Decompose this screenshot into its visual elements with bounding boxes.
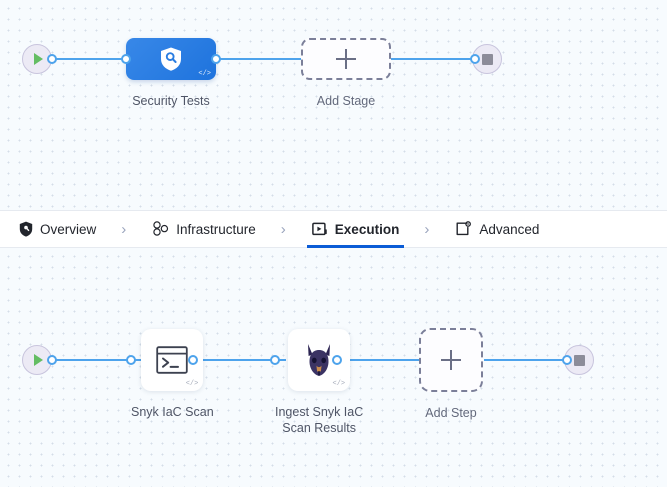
- tab-separator-3: ›: [424, 220, 430, 238]
- tab-infrastructure-label: Infrastructure: [176, 221, 256, 237]
- play-icon: [34, 354, 43, 366]
- code-badge-icon: </>: [198, 70, 211, 78]
- ingest-snyk-iac-scan-results-card[interactable]: </>: [288, 329, 351, 391]
- add-step-label: Add Step: [425, 406, 477, 420]
- plus-icon: [441, 350, 461, 370]
- edge-add-stage-to-end: [386, 58, 478, 60]
- port-start-out[interactable]: [47, 54, 57, 64]
- add-step-node[interactable]: Add Step: [419, 328, 483, 421]
- tab-execution-label: Execution: [334, 221, 400, 237]
- stage-config-tabs[interactable]: Overview › Infrastructure › Execution ›: [0, 210, 667, 248]
- edge-security-tests-to-add-stage: [214, 58, 306, 60]
- add-stage-card[interactable]: [301, 38, 391, 80]
- tab-separator-1: ›: [121, 220, 127, 238]
- port-snyk-iac-scan-in[interactable]: [126, 355, 136, 365]
- plus-icon: [336, 49, 356, 69]
- shield-icon: [19, 221, 33, 237]
- port-security-tests-in[interactable]: [121, 54, 131, 64]
- edge-ingest-to-add-step: [335, 359, 419, 361]
- code-badge-icon: </>: [332, 380, 346, 388]
- add-stage-node[interactable]: Add Stage: [301, 38, 391, 109]
- terminal-icon: [156, 346, 189, 374]
- snyk-doberman-icon: [308, 344, 331, 376]
- tab-advanced-label: Advanced: [479, 221, 540, 237]
- add-stage-label: Add Stage: [316, 94, 376, 108]
- tab-separator-2: ›: [280, 220, 286, 238]
- execution-canvas[interactable]: </> Snyk IaC Scan </> Ingest Snyk IaC Sc…: [0, 248, 667, 487]
- port-snyk-iac-scan-out[interactable]: [188, 355, 198, 365]
- tab-execution[interactable]: Execution: [303, 210, 409, 248]
- tab-overview[interactable]: Overview: [10, 210, 105, 248]
- shield-search-icon: [161, 47, 181, 71]
- security-tests-card[interactable]: </>: [126, 38, 216, 80]
- play-icon: [34, 53, 43, 65]
- edge-start-to-snyk-iac-scan: [46, 359, 142, 361]
- pipeline-start-node[interactable]: [22, 44, 52, 74]
- stage-node-security-tests[interactable]: </> Security Tests: [126, 38, 216, 109]
- step-node-snyk-iac-scan[interactable]: </> Snyk IaC Scan: [131, 329, 214, 420]
- stage-canvas[interactable]: </> Security Tests Add Stage: [0, 0, 667, 210]
- edge-add-step-to-end: [484, 359, 570, 361]
- port-ingest-out[interactable]: [332, 355, 342, 365]
- code-badge-icon: </>: [185, 380, 199, 388]
- tab-overview-label: Overview: [40, 221, 97, 237]
- port-exec-start-out[interactable]: [47, 355, 57, 365]
- port-exec-end-in[interactable]: [562, 355, 572, 365]
- step-node-label: Snyk IaC Scan: [131, 405, 214, 419]
- stop-icon: [573, 354, 585, 366]
- port-end-in[interactable]: [470, 54, 480, 64]
- step-node-ingest-snyk-iac-scan-results[interactable]: </> Ingest Snyk IaC Scan Results: [275, 329, 363, 436]
- step-node-label: Ingest Snyk IaC Scan Results: [275, 405, 364, 435]
- port-ingest-in[interactable]: [270, 355, 280, 365]
- edge-snyk-iac-scan-to-ingest: [190, 359, 286, 361]
- page-gear-icon: [455, 221, 472, 237]
- add-step-card[interactable]: [419, 328, 483, 392]
- tab-advanced[interactable]: Advanced: [446, 210, 548, 248]
- cluster-nodes-icon: [152, 221, 169, 237]
- tab-infrastructure[interactable]: Infrastructure: [143, 210, 265, 248]
- edge-start-to-security-tests: [46, 58, 138, 60]
- port-security-tests-out[interactable]: [211, 54, 221, 64]
- stop-icon: [481, 53, 493, 65]
- stage-node-label: Security Tests: [132, 94, 210, 108]
- play-box-icon: [311, 221, 328, 237]
